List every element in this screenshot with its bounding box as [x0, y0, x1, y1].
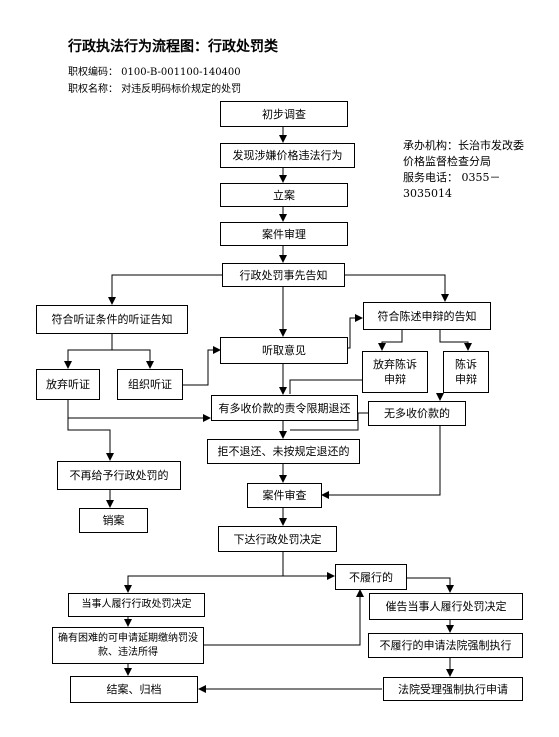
- agency-text: 承办机构：长治市发改委价格监督检查分局: [403, 139, 524, 168]
- page-title: 行政执法行为流程图：行政处罚类: [68, 39, 278, 55]
- node-no-penalty: 不再给予行政处罚的: [57, 461, 181, 490]
- node-initial-investigation: 初步调查: [220, 101, 348, 127]
- node-hearing-notice: 符合听证条件的听证告知: [36, 305, 188, 334]
- authority-name: 职权名称： 对违反明码标价规定的处罚: [68, 84, 242, 95]
- node-case-review: 案件审理: [220, 222, 348, 246]
- node-court-accepts: 法院受理强制执行申请: [383, 677, 523, 701]
- node-apply-court: 不履行的申请法院强制执行: [368, 633, 523, 658]
- node-close-case: 销案: [79, 508, 148, 533]
- node-listen-opinions: 听取意见: [220, 337, 348, 364]
- node-issue-decision: 下达行政处罚决定: [218, 526, 337, 552]
- node-not-performed: 不履行的: [335, 564, 407, 590]
- node-case-audit: 案件审查: [247, 483, 322, 508]
- node-waive-hearing: 放弃听证: [36, 369, 100, 400]
- node-organize-hearing: 组织听证: [117, 369, 183, 400]
- node-party-performs: 当事人履行行政处罚决定: [68, 593, 205, 617]
- agency-info: 承办机构：长治市发改委价格监督检查分局 服务电话： 0355－3035014: [403, 138, 533, 202]
- node-order-refund: 有多收价款的责令限期退还: [211, 395, 358, 421]
- node-no-overcharge: 无多收价款的: [368, 401, 466, 426]
- phone-text: 服务电话： 0355－3035014: [403, 171, 501, 200]
- node-settle-archive: 结案、归档: [70, 676, 198, 703]
- node-found-violation: 发现涉嫌价格违法行为: [220, 143, 355, 168]
- node-prior-notice: 行政处罚事先告知: [222, 263, 345, 287]
- node-case-filing: 立案: [220, 183, 348, 207]
- node-statement-notice: 符合陈述申辩的告知: [363, 302, 491, 330]
- node-make-statement: 陈诉申辩: [443, 351, 489, 393]
- node-refuse-refund: 拒不退还、未按规定退还的: [207, 439, 360, 464]
- authority-code: 职权编码： 0100-B-001100-140400: [68, 67, 241, 78]
- node-hardship-deferral: 确有困难的可申请延期缴纳罚没款、违法所得: [52, 627, 204, 664]
- node-urge-party: 催告当事人履行处罚决定: [369, 593, 523, 620]
- node-waive-statement: 放弃陈诉申辩: [362, 351, 428, 393]
